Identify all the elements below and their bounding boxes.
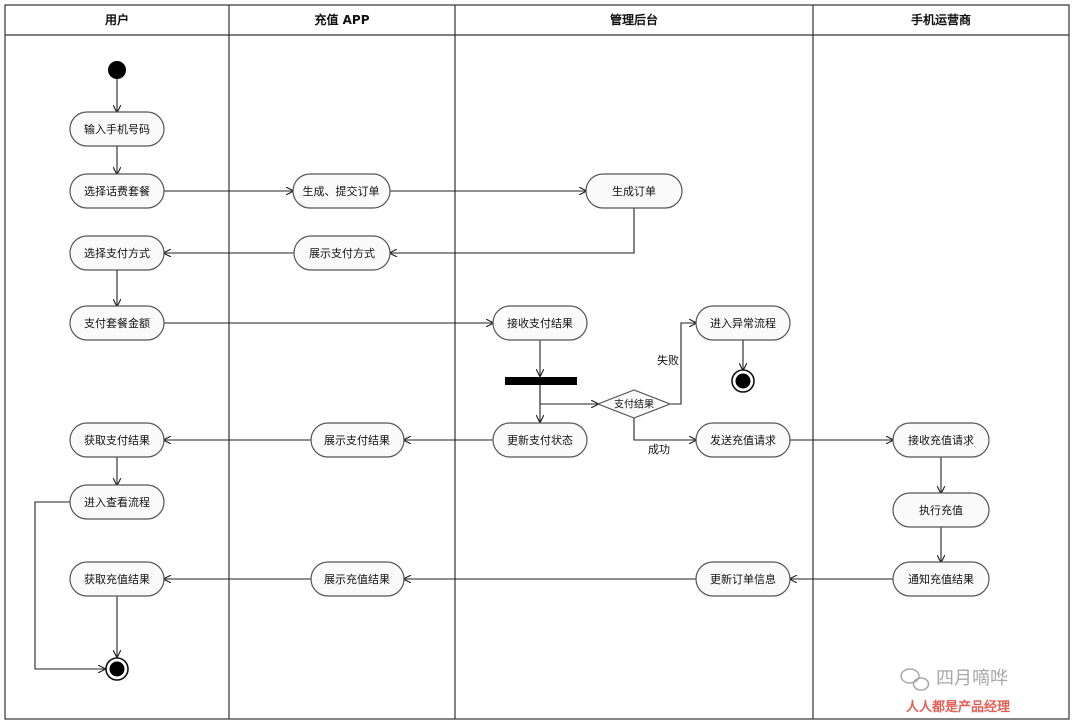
node-select-payment: 选择支付方式 — [69, 235, 165, 271]
node-receive-pay-result: 接收支付结果 — [492, 305, 588, 341]
edge-label-success: 成功 — [648, 443, 670, 456]
node-execute-recharge: 执行充值 — [892, 492, 990, 528]
edge-view-end — [34, 501, 105, 669]
lane-title-admin: 管理后台 — [610, 12, 658, 27]
svg-text:获取充值结果: 获取充值结果 — [84, 572, 150, 586]
edges — [34, 79, 941, 669]
fork-bar — [505, 377, 577, 385]
edge-decision-success — [633, 418, 696, 440]
node-gen-order: 生成订单 — [585, 173, 683, 209]
svg-text:支付套餐金额: 支付套餐金额 — [84, 316, 150, 330]
end-node-user — [105, 657, 129, 681]
svg-text:获取支付结果: 获取支付结果 — [84, 434, 150, 447]
start-node — [108, 61, 126, 79]
node-show-pay-result: 展示支付结果 — [310, 422, 405, 458]
node-update-pay-status: 更新支付状态 — [492, 422, 588, 458]
svg-text:展示充值结果: 展示充值结果 — [324, 572, 390, 586]
decision-label: 支付结果 — [614, 398, 654, 411]
watermark: 四月嘀哗 人人都是产品经理 — [900, 668, 1010, 715]
node-get-pay-result: 获取支付结果 — [69, 422, 165, 458]
svg-text:执行充值: 执行充值 — [919, 503, 963, 517]
node-input-phone: 输入手机号码 — [69, 111, 165, 147]
svg-text:更新支付状态: 更新支付状态 — [507, 433, 573, 447]
node-show-payment: 展示支付方式 — [293, 235, 391, 271]
svg-text:展示支付结果: 展示支付结果 — [324, 434, 390, 447]
svg-text:接收支付结果: 接收支付结果 — [507, 316, 573, 330]
node-view-flow: 进入查看流程 — [69, 484, 165, 520]
node-show-recharge-result: 展示充值结果 — [310, 561, 405, 597]
svg-text:接收充值请求: 接收充值请求 — [908, 433, 974, 447]
node-update-order-info: 更新订单信息 — [695, 561, 791, 597]
end-node-exception — [731, 369, 755, 393]
node-receive-recharge-request: 接收充值请求 — [892, 422, 990, 458]
svg-text:进入异常流程: 进入异常流程 — [710, 316, 776, 330]
node-exception-flow: 进入异常流程 — [695, 305, 791, 341]
node-get-recharge-result: 获取充值结果 — [69, 561, 165, 597]
edge-order-show-payment — [390, 208, 635, 253]
node-send-recharge-request: 发送充值请求 — [695, 422, 791, 458]
lane-title-user: 用户 — [104, 12, 129, 27]
edge-decision-fail — [670, 323, 696, 405]
edge-label-fail: 失败 — [657, 353, 679, 367]
svg-text:选择话费套餐: 选择话费套餐 — [84, 184, 150, 198]
node-select-plan: 选择话费套餐 — [69, 173, 165, 209]
node-pay-amount: 支付套餐金额 — [69, 305, 165, 341]
svg-text:生成、提交订单: 生成、提交订单 — [303, 184, 380, 198]
svg-text:输入手机号码: 输入手机号码 — [84, 122, 150, 136]
lane-title-app: 充值 APP — [314, 12, 369, 27]
watermark-site: 人人都是产品经理 — [906, 699, 1010, 715]
svg-text:选择支付方式: 选择支付方式 — [84, 246, 150, 260]
svg-text:进入查看流程: 进入查看流程 — [84, 495, 150, 509]
svg-text:生成订单: 生成订单 — [612, 184, 656, 198]
node-gen-submit-order: 生成、提交订单 — [292, 173, 391, 209]
edge-fork-decision — [539, 384, 598, 404]
wechat-icon — [900, 668, 930, 691]
lane-title-carrier: 手机运营商 — [911, 12, 971, 27]
svg-text:展示支付方式: 展示支付方式 — [309, 246, 375, 260]
watermark-author: 四月嘀哗 — [936, 668, 1008, 689]
svg-text:通知充值结果: 通知充值结果 — [908, 572, 974, 586]
swimlanes: 用户 充值 APP 管理后台 手机运营商 — [4, 4, 1070, 720]
svg-text:更新订单信息: 更新订单信息 — [710, 572, 776, 586]
decision-payment-result: 支付结果 — [596, 389, 672, 419]
node-notify-recharge-result: 通知充值结果 — [892, 561, 990, 597]
svg-text:发送充值请求: 发送充值请求 — [710, 433, 776, 447]
